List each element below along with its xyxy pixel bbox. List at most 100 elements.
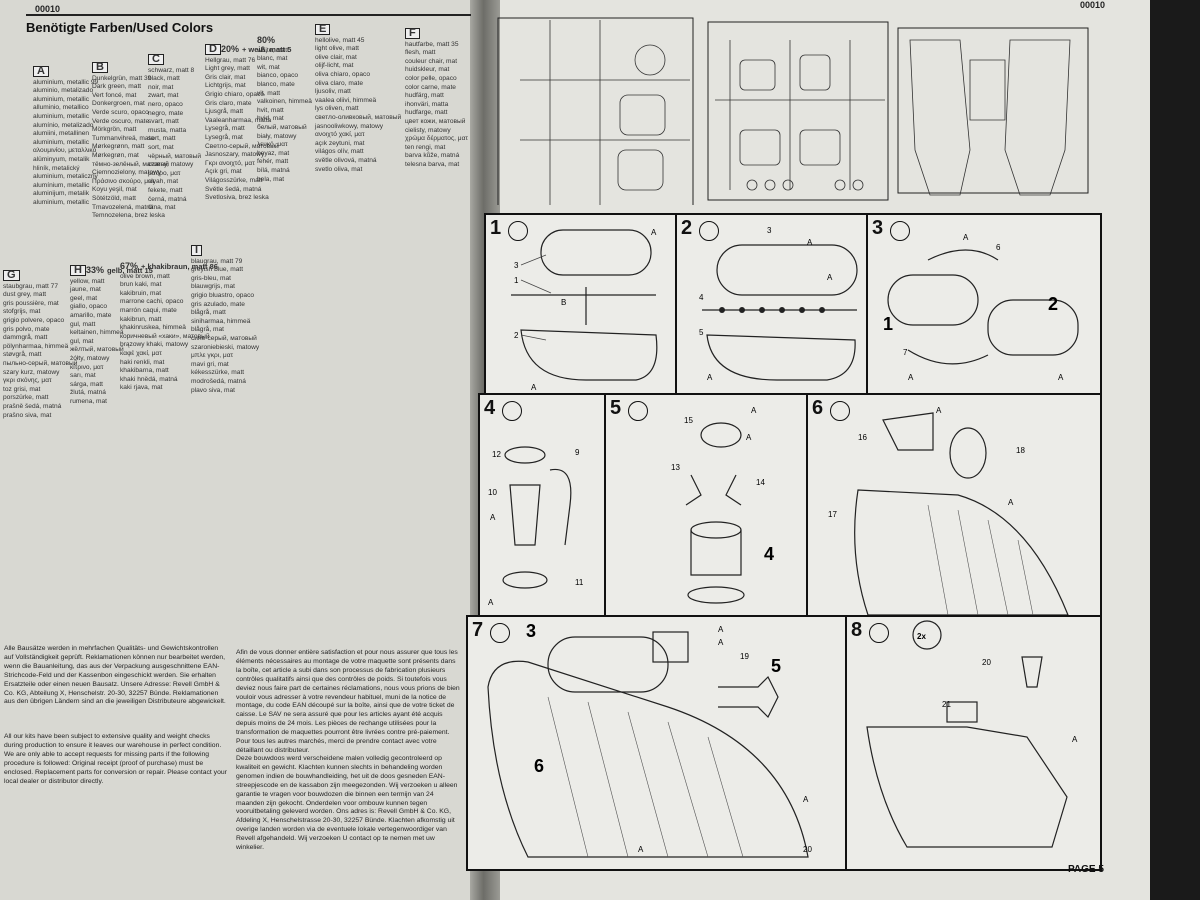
color-name-line: grigio polvere, opaco (3, 316, 65, 324)
step-5-drawing: 15 13 14 4 A A (671, 406, 774, 604)
color-name-line: khakinruskea, himmeä (120, 324, 186, 332)
color-name-line: svetlo oliva, mat (315, 165, 363, 173)
color-name-line: black, matt (148, 75, 180, 83)
part-label: 4 (764, 544, 774, 564)
color-name-line: greyish blue, matt (191, 266, 244, 274)
color-name-line: Jasnoszary, matowy (205, 151, 265, 159)
color-name-line: bela, mat (257, 175, 285, 183)
color-name-line: жёлтый, матовый (70, 346, 124, 354)
color-name-line: Világosszürke, matt (205, 176, 263, 184)
color-name-line: açık zeytuni, mat (315, 139, 365, 147)
part-label: 5 (771, 656, 781, 676)
color-name-line: bílá, matná (257, 166, 290, 174)
color-name-line: dammgrå, matt (3, 334, 48, 342)
color-name-line: vaalea oliivi, himmeä (315, 96, 377, 104)
color-name-line: blanc, mat (257, 55, 288, 63)
color-name-line: støvgrå, matt (3, 351, 42, 359)
step-1-number: 1 (490, 217, 502, 239)
color-name-line: sort, matt (148, 135, 176, 143)
color-name-line: olive clair, mat (315, 53, 357, 61)
color-name-line: aluminijum, metalik (33, 190, 90, 198)
color-code-box: D (205, 44, 221, 55)
step-7-number: 7 (472, 619, 484, 641)
color-name-line: couleur chair, mat (405, 57, 458, 65)
mix-percentage: 67% (120, 261, 139, 271)
swatch-head-text: gelb, matt 15 (106, 266, 153, 275)
part-label: 10 (488, 488, 497, 497)
swatch-head-text: + khakibraun, matt 86 (141, 262, 218, 271)
color-name-line: geel, mat (70, 294, 98, 302)
part-label: 12 (492, 450, 501, 459)
color-label: A (803, 795, 809, 804)
color-label: A (807, 238, 813, 247)
part-label: 3 (526, 621, 536, 641)
glue-icon (869, 623, 889, 643)
color-code-box: E (315, 24, 331, 35)
color-name-line: gris poussière, mat (3, 299, 59, 307)
color-name-line: белый, матовый (257, 123, 307, 131)
color-name-line: color pelle, opaco (405, 74, 457, 82)
color-name-line: gris azulado, mate (191, 300, 245, 308)
color-name-line: Donkergroen, mat (92, 100, 145, 108)
color-name-line: Mörkgrön, matt (92, 126, 137, 134)
color-name-line: Gris claro, mate (205, 99, 252, 107)
color-name-line: czarny, matowy (148, 161, 194, 169)
service-text: Alle Bausätze werden in mehrfachen Quali… (0, 645, 470, 855)
color-code-box: A (33, 66, 49, 77)
color-name-line: kakibruin, mat (120, 289, 162, 297)
color-name-line: svart, matt (148, 118, 179, 126)
service-text-nl: Deze bouwdoos werd verscheidene malen vo… (236, 755, 458, 852)
color-name-line: Ciemnozielony, matowy (92, 169, 162, 177)
part-label: 17 (828, 510, 837, 519)
glue-icon (890, 221, 910, 241)
color-name-line: toz grisi, mat (3, 385, 41, 393)
part-label: 4 (699, 293, 704, 302)
color-name-line: modrošedá, matná (191, 377, 246, 385)
color-label: A (531, 383, 537, 392)
color-code-box: F (405, 28, 420, 39)
color-name-line: flesh, matt (405, 49, 436, 57)
color-name-line: grigio bluastro, opaco (191, 291, 255, 299)
color-name-line: hellolive, matt 45 (315, 36, 365, 44)
color-name-line: Mørkegrønn, matt (92, 143, 145, 151)
color-name-line: oliva chiaro, opaco (315, 70, 370, 78)
color-name-line: aluminium, metallic (33, 198, 90, 206)
color-name-line: világos olív, matt (315, 148, 364, 156)
color-name-line: hliník, metalický (33, 164, 80, 172)
color-name-line: hvit, matt (257, 106, 284, 114)
color-name-line: amarillo, mate (70, 311, 112, 319)
glue-icon (830, 401, 850, 421)
color-label: A (827, 273, 833, 282)
color-name-line: alluminio, metallico (33, 104, 89, 112)
color-name-line: černá, matná (148, 195, 187, 203)
color-name-line: světle olivová, matná (315, 156, 377, 164)
part-label: 18 (1016, 446, 1025, 455)
color-name-line: jasnooliwkowy, matowy (315, 122, 384, 130)
color-name-line: brun kaki, mat (120, 281, 162, 289)
color-label: A (718, 638, 724, 647)
quantity-label: 2x (917, 632, 926, 641)
part-label: 21 (942, 700, 951, 709)
color-name-line: mavi gri, mat (191, 360, 229, 368)
color-name-line: καφέ χακί, ματ (120, 349, 162, 357)
color-label: A (651, 228, 657, 237)
color-name-line: giallo, opaco (70, 303, 108, 311)
color-name-line: gris polvo, mate (3, 325, 50, 333)
swatch-heading: F (405, 28, 468, 41)
color-label: A (707, 373, 713, 382)
color-name-line: fekete, matt (148, 186, 183, 194)
color-name-line: stofgrijs, mat (3, 308, 41, 316)
color-name-line: beyaz, mat (257, 149, 290, 157)
step-2-drawing: 3 4 5 A A A (699, 226, 858, 382)
color-name-line: Светло-серый, матовый (205, 142, 279, 150)
color-code-box: B (92, 62, 108, 73)
part-label: 6 (534, 756, 544, 776)
step-7-panel: 7 3 5 6 19 20 A A A A (466, 615, 847, 871)
